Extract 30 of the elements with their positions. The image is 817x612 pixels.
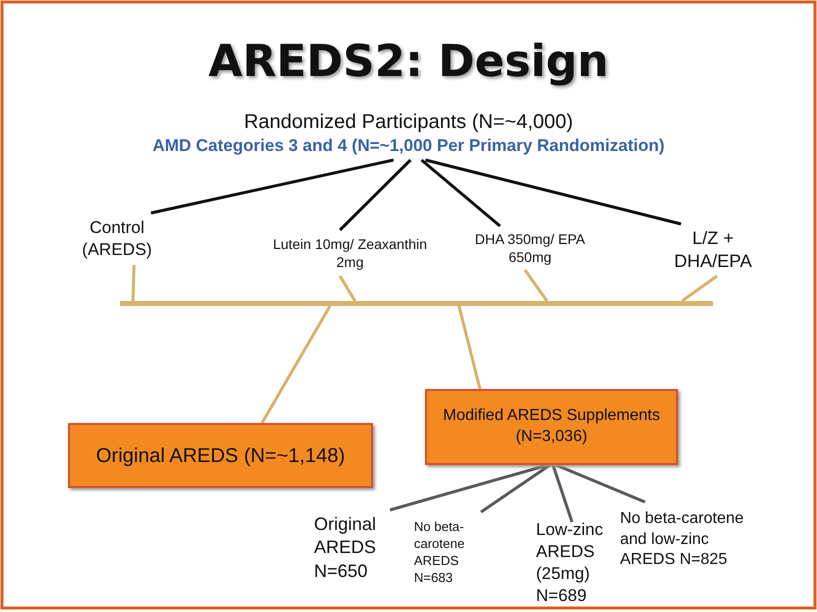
group-label: Low-zinc AREDS (25mg) N=689 xyxy=(536,522,616,604)
connector-line xyxy=(390,464,548,512)
box-label: Modified AREDS Supplements (N=3,036) xyxy=(442,406,661,447)
connector-line xyxy=(555,464,646,504)
connector-line xyxy=(552,464,574,522)
group-label: Lutein 10mg/ Zeaxanthin 2mg xyxy=(272,230,428,276)
process-box xyxy=(68,423,373,488)
heading-text: Randomized Participants (N=~4,000) xyxy=(242,110,574,135)
group-label: No beta-carotene AREDS N=683 xyxy=(414,512,494,594)
connector-line xyxy=(260,305,332,424)
group-label: No beta-carotene and low-zinc AREDS N=825 xyxy=(620,502,760,578)
box-label: Original AREDS (N=~1,148) xyxy=(94,444,346,468)
process-box xyxy=(425,389,678,465)
connector-line xyxy=(132,264,136,302)
connector-line xyxy=(681,274,718,302)
connector-line xyxy=(420,158,501,228)
slide-title: AREDS2: Design xyxy=(207,36,610,87)
subheading-text: AMD Categories 3 and 4 (N=~1,000 Per Primary Randomization) xyxy=(151,134,666,157)
group-label: DHA 350mg/ EPA 650mg xyxy=(468,226,592,270)
connector-line xyxy=(338,275,356,302)
connector-line xyxy=(150,158,394,214)
connector-line xyxy=(425,158,682,226)
connector-line xyxy=(524,269,548,302)
connector-line xyxy=(458,306,482,390)
connector-line xyxy=(480,464,551,514)
connector-line xyxy=(338,158,412,232)
group-label: Original AREDS N=650 xyxy=(314,510,400,586)
group-label: L/Z + DHA/EPA xyxy=(658,224,768,276)
timeline-bar xyxy=(120,301,713,306)
group-label: Control (AREDS) xyxy=(72,213,162,265)
